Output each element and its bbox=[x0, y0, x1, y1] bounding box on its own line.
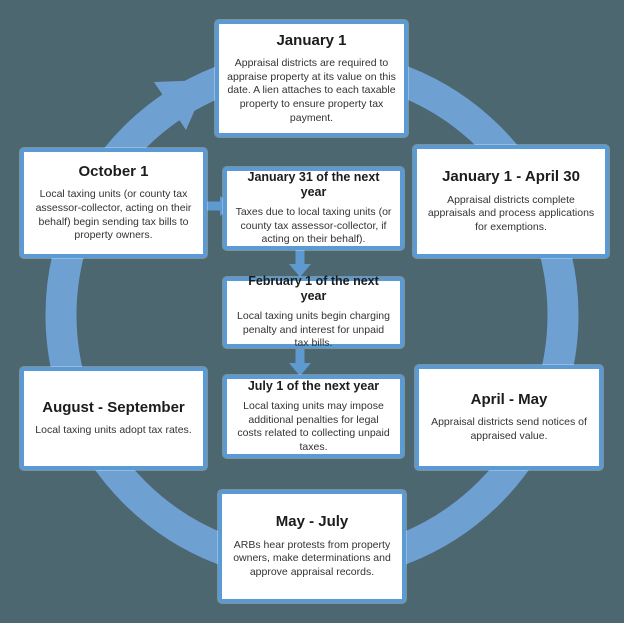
step-box-january-31-next-year: January 31 of the next year Taxes due to… bbox=[223, 167, 404, 250]
step-box-april-may: April - May Appraisal districts send not… bbox=[415, 365, 603, 470]
step-description: Taxes due to local taxing units (or coun… bbox=[235, 205, 392, 246]
step-heading: May - July bbox=[275, 513, 349, 531]
step-box-august-september: August - September Local taxing units ad… bbox=[20, 367, 207, 470]
step-description: Appraisal districts complete appraisals … bbox=[427, 193, 595, 233]
down-arrow-icon bbox=[289, 250, 311, 277]
step-heading: August - September bbox=[42, 399, 185, 417]
step-description: Local taxing units adopt tax rates. bbox=[35, 424, 192, 437]
step-box-february-1-next-year: February 1 of the next year Local taxing… bbox=[223, 274, 404, 350]
step-heading: January 31 of the next year bbox=[247, 170, 380, 199]
step-description: Appraisal districts are required to appr… bbox=[227, 57, 396, 124]
step-box-january-1: January 1 Appraisal districts are requir… bbox=[215, 20, 408, 137]
step-box-october-1: October 1 Local taxing units (or county … bbox=[20, 148, 207, 258]
step-box-july-1-next-year: July 1 of the next year Local taxing uni… bbox=[223, 375, 404, 458]
clockwise-arrowhead-icon bbox=[154, 80, 208, 130]
step-description: ARBs hear protests from property owners,… bbox=[233, 538, 391, 578]
step-box-may-july: May - July ARBs hear protests from prope… bbox=[218, 490, 406, 603]
right-arrow-icon bbox=[207, 196, 234, 216]
step-heading: October 1 bbox=[78, 163, 149, 181]
step-heading: April - May bbox=[470, 391, 548, 409]
step-description: Local taxing units begin charging penalt… bbox=[237, 309, 390, 350]
step-description: Local taxing units may impose additional… bbox=[237, 399, 390, 453]
step-heading: January 1 - April 30 bbox=[442, 168, 580, 186]
step-box-january-1-april-30: January 1 - April 30 Appraisal districts… bbox=[413, 145, 609, 258]
step-description: Appraisal districts send notices of appr… bbox=[431, 416, 587, 443]
step-description: Local taxing units (or county tax assess… bbox=[35, 188, 192, 242]
step-heading: July 1 of the next year bbox=[247, 378, 380, 393]
step-heading: January 1 bbox=[276, 31, 347, 49]
step-heading: February 1 of the next year bbox=[248, 274, 379, 303]
down-arrow-icon bbox=[289, 349, 311, 376]
